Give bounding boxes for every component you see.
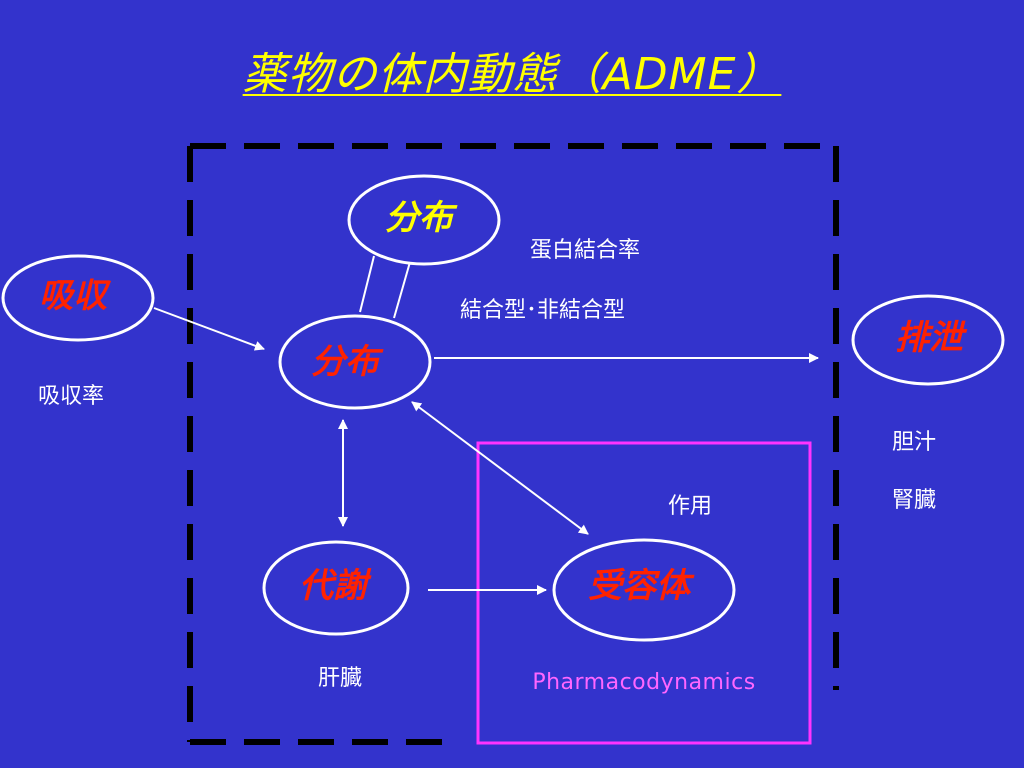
pharmacodynamics-box [476, 441, 812, 745]
node-absorption [1, 254, 155, 342]
annotation-absorption-rate: 吸収率 [38, 384, 105, 409]
slide-title: 薬物の体内動態（ADME） [242, 49, 782, 100]
annotation-binding-types: 結合型･非結合型 [460, 298, 626, 323]
annotation-bile: 胆汁 [892, 430, 937, 455]
node-distribution-top [347, 174, 501, 266]
label-receptor: 受容体 [588, 566, 690, 606]
annotation-action: 作用 [668, 494, 713, 519]
label-excretion: 排泄 [895, 318, 963, 358]
annotation-protein-binding-rate: 蛋白結合率 [530, 238, 641, 263]
distribution-link-right [393, 261, 411, 319]
node-metabolism [262, 540, 410, 636]
distribution-link-left [359, 255, 375, 313]
node-excretion [851, 294, 1005, 386]
node-receptor [552, 538, 736, 642]
label-absorption: 吸収 [39, 276, 107, 316]
label-distribution-center: 分布 [311, 342, 379, 382]
label-metabolism: 代謝 [299, 566, 367, 606]
body-boundary-dashed-box [187, 143, 839, 745]
annotation-kidney-excretion: 腎臓 [892, 488, 937, 513]
label-distribution-top: 分布 [385, 198, 453, 238]
arrow-absorption-to-distribution [153, 307, 265, 351]
annotation-liver: 肝臓 [318, 666, 363, 691]
annotation-pharmacodynamics: Pharmacodynamics [532, 670, 756, 695]
node-distribution-center [278, 314, 432, 410]
arrow-distribution-receptor [411, 401, 589, 535]
